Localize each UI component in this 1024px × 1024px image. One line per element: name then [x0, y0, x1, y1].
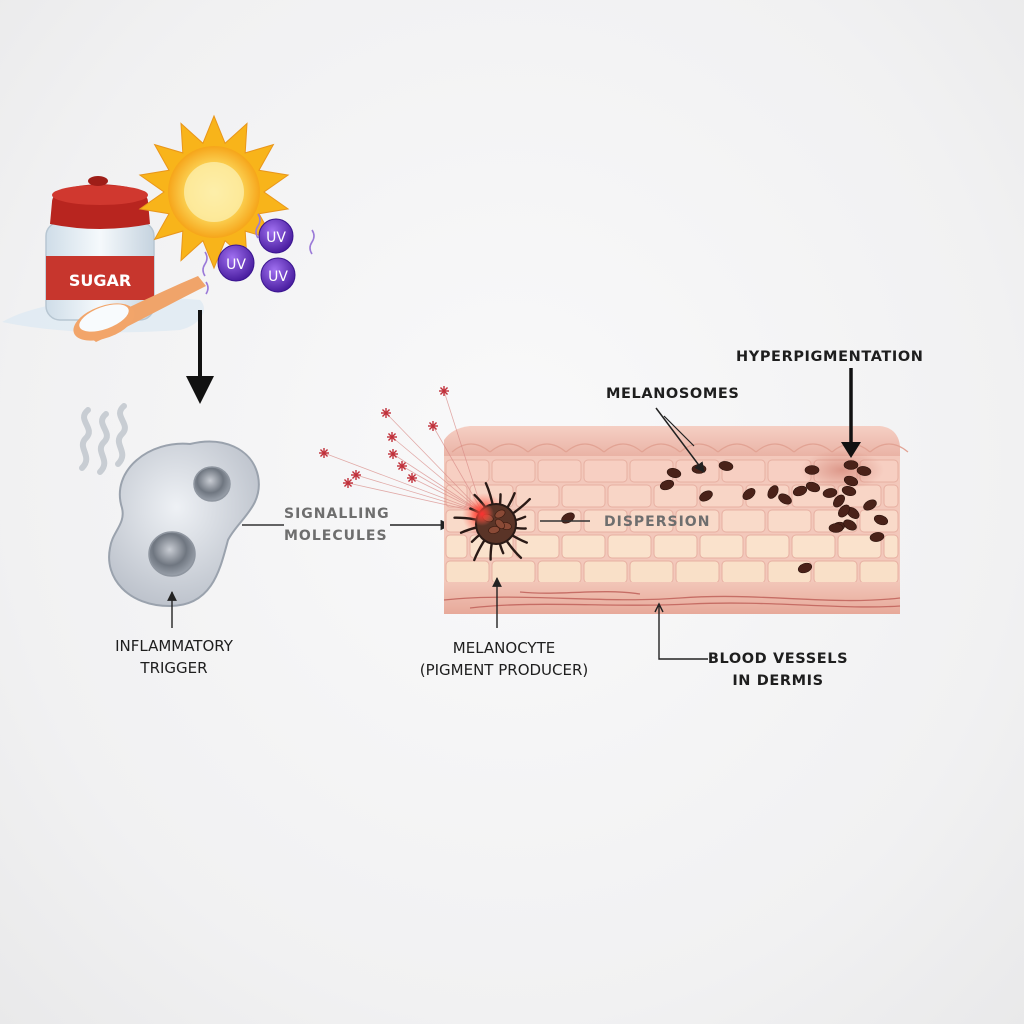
signalling-molecule	[319, 448, 329, 458]
signalling-rays	[319, 386, 484, 514]
signalling-molecule	[439, 386, 449, 396]
svg-text:UV: UV	[226, 257, 246, 273]
melanosome	[804, 465, 820, 475]
melanosome	[841, 485, 857, 497]
uv-particles: UV UV UV	[202, 213, 315, 295]
melanocyte-line-2: (PIGMENT PRODUCER)	[419, 661, 589, 679]
inflammatory-line-2: TRIGGER	[140, 659, 208, 677]
signalling-molecule	[351, 470, 361, 480]
melanocyte-line-1: MELANOCYTE	[452, 639, 556, 657]
down-arrow-icon	[186, 310, 214, 404]
melanosome	[822, 488, 838, 498]
melanosome	[742, 488, 756, 500]
blood-vessels-pointer	[658, 606, 708, 660]
melanosomes-pointer	[655, 407, 705, 473]
spoon-illustration	[73, 276, 206, 342]
melanosome	[863, 499, 877, 511]
melanosome	[873, 514, 889, 526]
signalling-line-1: SIGNALLING	[284, 506, 390, 522]
melanocyte-label: MELANOCYTE (PIGMENT PRODUCER)	[404, 637, 604, 681]
melanosome	[718, 461, 734, 471]
melanosome	[767, 485, 779, 499]
melanosome	[843, 460, 859, 470]
melanosome	[805, 481, 821, 493]
melanosome	[699, 490, 713, 502]
hyperpigmentation-arrow	[841, 368, 861, 458]
melanosomes-label: MELANOSOMES	[606, 386, 740, 402]
melanosome	[797, 562, 813, 574]
inflammatory-line-1: INFLAMMATORY	[115, 637, 233, 655]
melanocyte-cell	[453, 482, 531, 562]
melanosome	[838, 504, 850, 518]
melanosome	[833, 494, 845, 508]
melanosome	[778, 493, 792, 505]
melanosome	[792, 485, 808, 497]
sugar-jar-label: SUGAR	[69, 271, 131, 290]
svg-text:UV: UV	[266, 230, 286, 246]
signalling-label: SIGNALLING MOLECULES	[284, 503, 390, 547]
hyperpigmentation-label: HYPERPIGMENTATION	[736, 349, 924, 365]
melanosome	[666, 467, 682, 479]
melanosome	[843, 475, 859, 487]
melanosomes-pointer-secondary	[663, 415, 695, 447]
skin-cross-section	[443, 426, 909, 614]
hyperpigmentation-patch	[800, 450, 884, 490]
signalling-molecule	[388, 449, 398, 459]
dispersion-label: DISPERSION	[604, 514, 711, 530]
melanosome	[828, 523, 844, 533]
blood-vessels-label: BLOOD VESSELS IN DERMIS	[706, 648, 850, 692]
blood-vessels-line-2: IN DERMIS	[732, 673, 824, 689]
signalling-molecule	[428, 421, 438, 431]
melanosome	[843, 519, 857, 531]
melanosome	[659, 479, 675, 491]
melanosome	[869, 532, 885, 542]
signalling-molecule	[407, 473, 417, 483]
signalling-molecule	[387, 432, 397, 442]
uv-particle: UV	[260, 257, 296, 293]
signalling-molecule	[381, 408, 391, 418]
melanosome	[856, 466, 872, 476]
heat-waves-icon	[79, 403, 128, 475]
inflammatory-cell	[108, 440, 260, 608]
uv-particle: UV	[258, 218, 294, 254]
uv-particle: UV	[217, 244, 255, 282]
svg-text:UV: UV	[268, 269, 288, 285]
blood-vessels	[443, 591, 901, 609]
sugar-jar-illustration: SUGAR	[2, 176, 204, 333]
sun-icon	[138, 114, 290, 270]
inflammatory-trigger-label: INFLAMMATORY TRIGGER	[104, 635, 244, 679]
signalling-line-2: MOLECULES	[284, 528, 388, 544]
signalling-molecule	[343, 478, 353, 488]
blood-vessels-line-1: BLOOD VESSELS	[707, 651, 849, 667]
melanosome-group	[561, 460, 889, 574]
signalling-molecule	[397, 461, 407, 471]
